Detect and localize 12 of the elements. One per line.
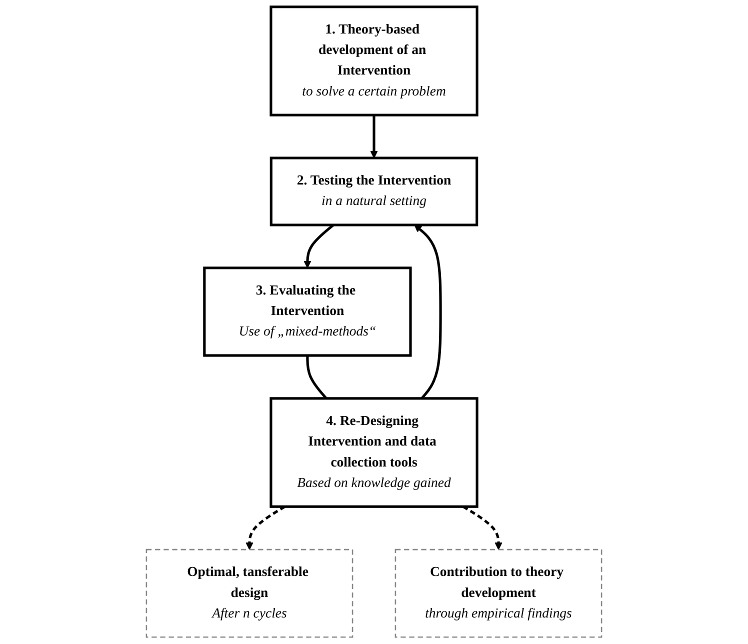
arrow	[370, 115, 378, 158]
node-box: Optimal, tansferable design After n cycles	[146, 548, 354, 638]
arrow	[304, 224, 334, 268]
node-box: 1. Theory-based development of an Intervention to solve a certain problem	[270, 6, 478, 116]
arrow	[246, 506, 286, 550]
node-box: 2. Testing the Intervention in a natural setting	[270, 156, 478, 226]
arrow	[462, 506, 502, 550]
node-box: 4. Re-Designing Intervention and data collection tools Based on knowledge gained	[270, 397, 478, 508]
node-box: 3. Evaluating the Intervention Use of „mixed-methods“	[203, 266, 412, 357]
connector	[306, 356, 328, 400]
arrow	[414, 224, 442, 400]
node-box: Contribution to theory development through empirical findings	[394, 548, 602, 638]
